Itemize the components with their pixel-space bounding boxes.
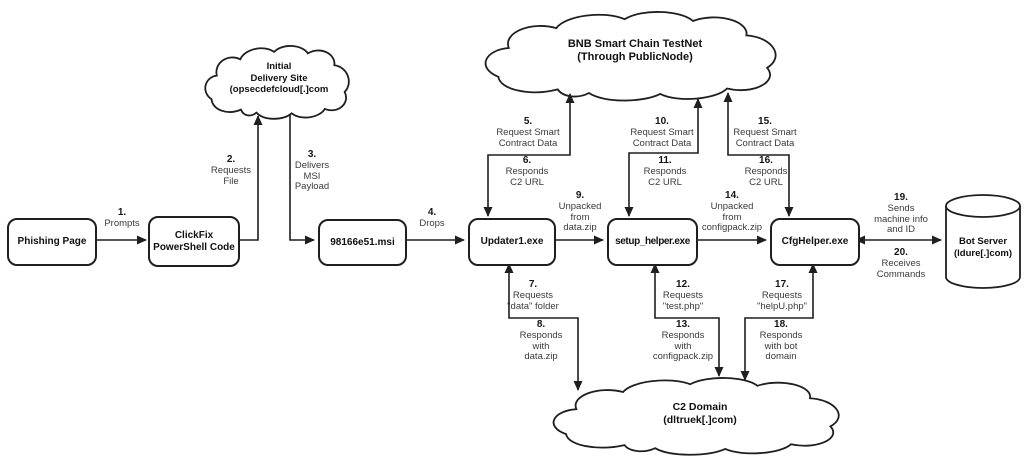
step-label-19: 19.Sends machine info and ID: [862, 192, 940, 236]
node-phishing-page: Phishing Page: [7, 218, 97, 266]
step-text: Responds C2 URL: [505, 165, 549, 188]
step-label-14: 14.Unpacked from configpack.zip: [693, 190, 771, 234]
node-msi-payload: 98166e51.msi: [318, 219, 407, 266]
step-text: Requests "helpU.php": [756, 289, 808, 312]
step-label-1: 1.Prompts: [94, 207, 150, 230]
bnb-smart-chain-cloud-label: BNB Smart Chain TestNet (Through PublicN…: [567, 38, 703, 63]
step-text: Request Smart Contract Data: [733, 126, 797, 149]
step-label-2: 2.Requests File: [203, 154, 259, 187]
step-label-10: 10.Request Smart Contract Data: [625, 116, 699, 149]
step-text: Requests "data" folder: [507, 289, 559, 312]
step-text: Unpacked from data.zip: [558, 200, 602, 234]
initial-delivery-cloud-label: Initial Delivery Site (opsecdefcloud[.]c…: [229, 61, 329, 95]
step-number: 3.: [307, 149, 317, 160]
step-label-11: 11.Responds C2 URL: [630, 155, 700, 188]
step-label-16: 16.Responds C2 URL: [731, 155, 801, 188]
step-label-13: 13.Responds with configpack.zip: [645, 319, 721, 363]
step-label-15: 15.Request Smart Contract Data: [728, 116, 802, 149]
step-text: Delivers MSI Payload: [294, 159, 330, 193]
step-number: 4.: [427, 207, 437, 218]
step-label-7: 7.Requests "data" folder: [496, 279, 570, 312]
node-clickfix-powershell: ClickFix PowerShell Code: [148, 216, 240, 267]
step-number: 20.: [894, 247, 908, 258]
step-number: 1.: [117, 207, 127, 218]
step-label-8: 8.Responds with data.zip: [506, 319, 576, 363]
step-label-20: 20.Receives Commands: [862, 247, 940, 280]
step-text: Drops: [419, 217, 445, 229]
step-text: Request Smart Contract Data: [496, 126, 560, 149]
bot-server-cylinder: [945, 194, 1021, 289]
step-label-6: 6.Responds C2 URL: [492, 155, 562, 188]
node-updater1-exe: Updater1.exe: [468, 218, 556, 266]
step-label-5: 5.Request Smart Contract Data: [491, 116, 565, 149]
step-label-9: 9.Unpacked from data.zip: [545, 190, 615, 234]
edge-17-18-helpu-php: [740, 263, 818, 381]
step-number: 9.: [575, 190, 585, 201]
step-text: Request Smart Contract Data: [630, 126, 694, 149]
step-text: Responds C2 URL: [643, 165, 687, 188]
step-text: Receives Commands: [876, 257, 926, 280]
step-text: Requests "test.php": [662, 289, 704, 312]
edge-3-delivers-msi: [289, 115, 315, 245]
step-text: Responds with bot domain: [759, 329, 803, 363]
step-text: Requests File: [210, 164, 252, 187]
step-text: Responds with configpack.zip: [652, 329, 714, 363]
step-label-18: 18.Responds with bot domain: [745, 319, 817, 363]
step-label-17: 17.Requests "helpU.php": [745, 279, 819, 312]
step-text: Sends machine info and ID: [874, 202, 928, 236]
step-text: Unpacked from configpack.zip: [701, 200, 763, 234]
step-number: 2.: [226, 154, 236, 165]
edge-5-6-contract-updater: [483, 93, 575, 217]
step-text: Prompts: [104, 217, 140, 229]
edge-12-13-test-php: [650, 263, 724, 377]
step-text: Responds C2 URL: [744, 165, 788, 188]
edge-2-requests-file: [236, 115, 263, 241]
step-number: 19.: [894, 192, 908, 203]
step-text: Responds with data.zip: [519, 329, 563, 363]
edge-10-11-contract-setup-helper: [624, 98, 703, 217]
step-label-4: 4.Drops: [404, 207, 460, 230]
node-cfghelper-exe: CfgHelper.exe: [770, 218, 860, 266]
step-label-3: 3.Delivers MSI Payload: [284, 149, 340, 193]
bot-server-label: Bot Server (ldure[.]com): [953, 236, 1013, 259]
edge-7-8-data-folder: [504, 263, 583, 391]
step-label-12: 12.Requests "test.php": [646, 279, 720, 312]
node-setup-helper-exe: setup_helper.exe: [607, 218, 698, 266]
c2-domain-cloud-label: C2 Domain (dltruek[.]com): [663, 401, 737, 426]
edge-15-16-contract-cfghelper: [723, 92, 794, 217]
